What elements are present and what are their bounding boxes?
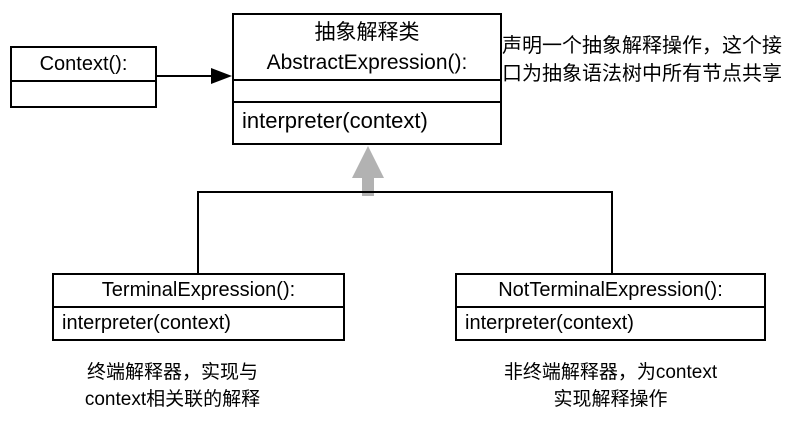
terminal-expression-class-box: TerminalExpression(): interpreter(contex… <box>52 273 345 341</box>
association-line <box>156 75 214 77</box>
context-class-name: Context(): <box>39 53 128 75</box>
abstract-class-stereotype: 抽象解释类 <box>314 21 420 44</box>
inheritance-arrow-tail <box>362 176 374 196</box>
subclass-connector-horizontal-line <box>197 191 613 193</box>
abstract-expression-class-title: 抽象解释类 AbstractExpression(): <box>234 15 500 79</box>
notterminal-expression-class-name: NotTerminalExpression(): <box>498 279 723 301</box>
abstract-expression-method: interpreter(context) <box>234 101 500 139</box>
annotation-line-2: 口为抽象语法树中所有节点共享 <box>502 63 782 85</box>
inheritance-arrowhead-icon <box>352 146 384 178</box>
notterminal-expression-method: interpreter(context) <box>457 306 764 337</box>
annotation-line-1: 声明一个抽象解释操作，这个接 <box>502 35 782 57</box>
association-arrowhead-icon <box>211 68 232 84</box>
terminal-expression-method: interpreter(context) <box>54 306 343 337</box>
notterminal-expression-class-box: NotTerminalExpression(): interpreter(con… <box>455 273 766 341</box>
notterminal-caption-line-1: 非终端解释器，为context <box>503 362 718 383</box>
terminal-expression-class-name: TerminalExpression(): <box>101 279 296 301</box>
abstract-expression-empty-section <box>234 79 500 101</box>
terminal-expression-caption: 终端解释器，实现与 context相关联的解释 <box>60 359 285 413</box>
notterminal-expression-caption: 非终端解释器，为context 实现解释操作 <box>468 359 753 413</box>
context-class-empty-section <box>12 80 155 104</box>
notterminal-caption-line-2: 实现解释操作 <box>553 389 668 410</box>
notterminal-connector-vertical-line <box>611 191 613 273</box>
terminal-caption-line-2: context相关联的解释 <box>84 389 261 410</box>
terminal-caption-line-1: 终端解释器，实现与 <box>86 362 258 383</box>
abstract-expression-class-box: 抽象解释类 AbstractExpression(): interpreter(… <box>232 13 502 145</box>
abstract-class-name: AbstractExpression(): <box>266 51 468 74</box>
context-class-box: Context(): <box>10 46 157 108</box>
terminal-connector-vertical-line <box>197 191 199 273</box>
abstract-class-annotation: 声明一个抽象解释操作，这个接 口为抽象语法树中所有节点共享 <box>502 32 804 88</box>
